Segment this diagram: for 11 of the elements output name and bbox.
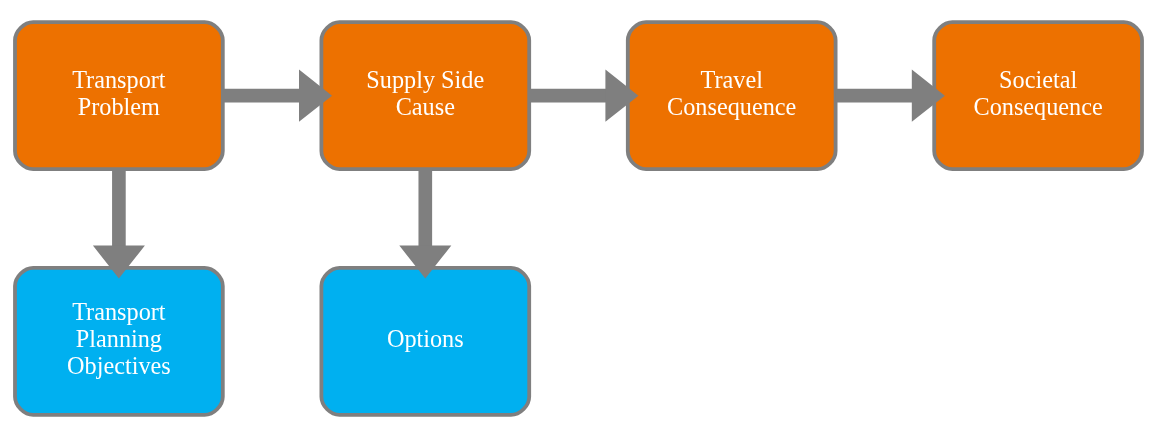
node-box: Travel Consequence xyxy=(625,19,838,171)
node-box: Societal Consequence xyxy=(932,19,1144,171)
arrow xyxy=(399,168,452,279)
node-box: Options xyxy=(319,265,532,417)
arrow xyxy=(92,168,145,279)
arrow xyxy=(835,69,945,122)
node-box: Transport Problem xyxy=(13,19,225,171)
node-box: Transport Planning Objectives xyxy=(13,265,225,417)
arrow xyxy=(529,69,639,122)
node-box: Supply Side Cause xyxy=(319,19,532,171)
arrow xyxy=(223,69,333,122)
